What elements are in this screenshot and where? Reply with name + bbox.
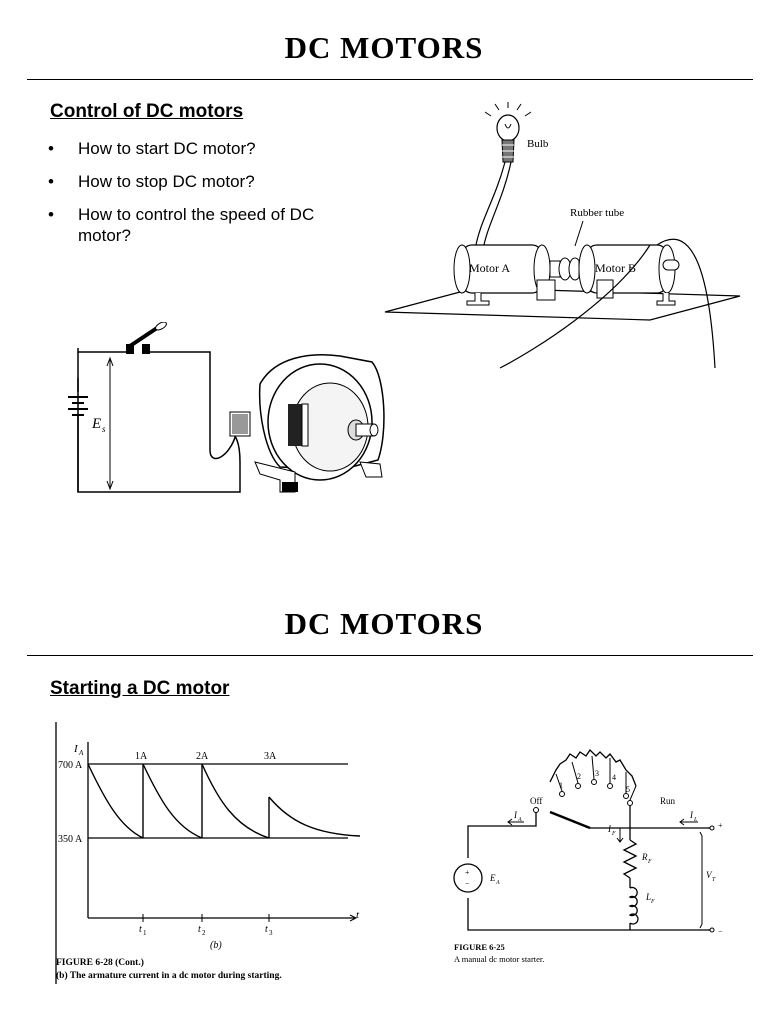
- time-label-t1-sub: 1: [143, 929, 147, 937]
- if-label: I: [607, 824, 612, 834]
- bulb-rays: [484, 102, 532, 117]
- lf-label: L: [645, 892, 651, 902]
- time-label-t1: t: [139, 924, 142, 935]
- starter-caption-line1: FIGURE 6-25: [454, 942, 505, 952]
- vt-label: V: [706, 870, 713, 880]
- bullet-text: How to start DC motor?: [78, 139, 256, 158]
- field-inductor-icon: [628, 886, 639, 925]
- slide1-title-rule: [27, 79, 753, 80]
- ea-label: E: [489, 873, 496, 883]
- contact-1: 1: [559, 781, 563, 790]
- starter-arm: [549, 810, 591, 830]
- motor-a: [453, 244, 556, 306]
- bullet-dot: •: [48, 172, 54, 191]
- starter-caption-line2: A manual dc motor starter.: [454, 954, 544, 964]
- off-label: Off: [530, 796, 542, 806]
- run-label: Run: [660, 796, 676, 806]
- bulb-label: Bulb: [527, 138, 549, 150]
- vt-minus: −: [718, 927, 723, 936]
- switch-motor-circuit: E s: [68, 322, 385, 493]
- bullet-item: • How to start DC motor?: [48, 138, 358, 159]
- rf-subscript: F: [647, 859, 652, 865]
- bullet-item: • How to stop DC motor?: [48, 171, 358, 192]
- slide2-title-rule: [27, 655, 753, 656]
- time-label-t2: t: [198, 924, 201, 935]
- motor-generator-illustration: Bulb Rubber tube Motor A Motor B: [384, 102, 741, 369]
- time-label-t3-sub: 3: [269, 929, 273, 937]
- slide1-title: DC MOTORS: [284, 30, 484, 65]
- table-surface: [384, 287, 741, 321]
- bulb-icon: [496, 114, 520, 163]
- source-voltage-label: E: [91, 416, 101, 432]
- bullet-text: How to stop DC motor?: [78, 172, 255, 191]
- knife-switch-icon: [126, 322, 167, 354]
- rf-label: R: [641, 852, 648, 862]
- contact-2: 2: [577, 772, 581, 781]
- slide2-subheading: Starting a DC motor: [50, 678, 230, 699]
- bullet-text: How to control the speed of DC motor?: [78, 205, 315, 245]
- starter-resistor-arc: [549, 748, 637, 787]
- contact-4: 4: [612, 773, 616, 782]
- rubber-tube-label: Rubber tube: [570, 207, 624, 219]
- figure-caption-line1: FIGURE 6-28 (Cont.): [56, 957, 144, 968]
- bullet-list: • How to start DC motor? • How to stop DC …: [48, 138, 358, 258]
- motor-b-label: Motor B: [595, 261, 636, 275]
- vt-subscript: T: [712, 877, 716, 883]
- motor-b: [578, 244, 680, 306]
- current-decay-curves: [87, 763, 361, 839]
- bullet-dot: •: [48, 205, 54, 224]
- time-label-t3: t: [265, 924, 268, 935]
- battery-icon: [68, 352, 88, 492]
- il-subscript: L: [693, 817, 698, 823]
- lf-subscript: F: [650, 899, 655, 905]
- step-label-3a: 3A: [264, 751, 277, 762]
- slide1-subheading: Control of DC motors: [50, 101, 244, 122]
- y-axis-symbol: I: [73, 743, 79, 755]
- motor-a-label: Motor A: [469, 261, 510, 275]
- ea-subscript: A: [495, 880, 500, 886]
- bullet-item: • How to control the speed of DC motor?: [48, 204, 358, 246]
- ia-label: I: [513, 810, 518, 820]
- step-label-1a: 1A: [135, 751, 148, 762]
- y-axis-subscript: A: [78, 749, 84, 757]
- armature-icon: + −: [453, 863, 483, 893]
- starter-contacts: [533, 779, 633, 813]
- slide2-title: DC MOTORS: [284, 606, 484, 641]
- il-label: I: [689, 810, 694, 820]
- part-label: (b): [210, 940, 222, 951]
- source-voltage-subscript: s: [102, 424, 106, 434]
- armature-minus: −: [465, 879, 470, 888]
- figure-caption-line2: (b) The armature current in a dc motor d…: [56, 970, 282, 981]
- time-label-t2-sub: 2: [202, 929, 206, 937]
- bullet-dot: •: [48, 139, 54, 158]
- contact-5: 5: [626, 785, 630, 794]
- field-resistor-icon: [622, 839, 638, 879]
- manual-starter-schematic: 1 2 3 4 5 Off Run + − E A I A I L I F R …: [453, 748, 723, 964]
- vt-plus: +: [718, 821, 723, 830]
- ia-subscript: A: [517, 817, 522, 823]
- armature-current-graph: I A t 700 A 350 A 1A 2A 3A t 1 t 2 t 3 (…: [55, 722, 361, 984]
- step-label-2a: 2A: [196, 751, 209, 762]
- ytick-700: 700 A: [58, 760, 83, 771]
- contact-3: 3: [595, 769, 599, 778]
- armature-plus: +: [465, 868, 470, 877]
- dc-motor-icon: [229, 354, 385, 493]
- if-subscript: F: [611, 831, 616, 837]
- x-axis-symbol: t: [356, 909, 360, 921]
- ytick-350: 350 A: [58, 834, 83, 845]
